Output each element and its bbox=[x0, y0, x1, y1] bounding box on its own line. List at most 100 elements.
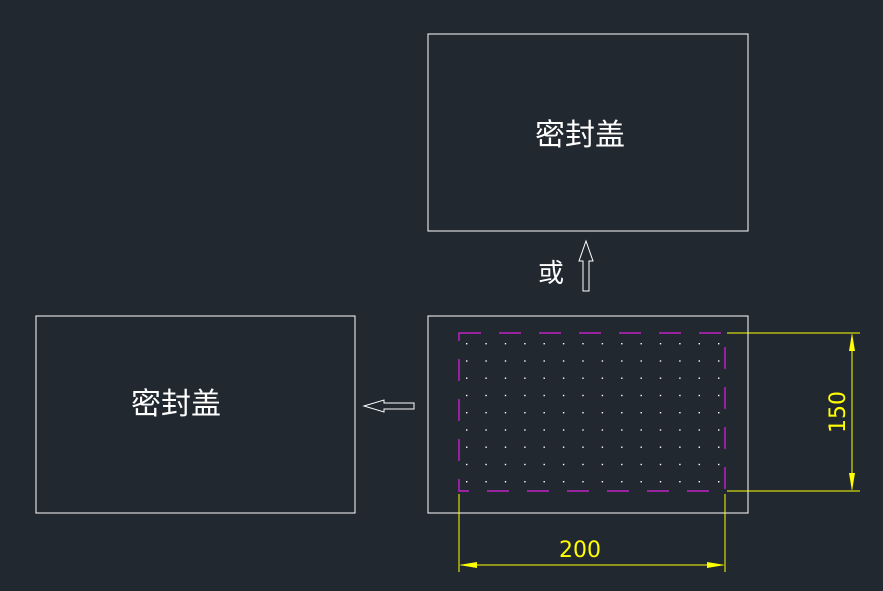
grid-dot bbox=[640, 360, 642, 362]
grid-dot bbox=[698, 394, 700, 397]
grid-dot bbox=[640, 481, 642, 483]
grid-dot bbox=[679, 343, 681, 345]
grid-dot bbox=[466, 360, 468, 362]
grid-dot bbox=[621, 429, 623, 431]
grid-dot bbox=[640, 412, 642, 414]
arrow-left-icon bbox=[362, 399, 415, 413]
grid-dot bbox=[485, 412, 487, 414]
grid-dot bbox=[718, 446, 720, 448]
top-cover-box[interactable]: 密封盖 bbox=[427, 33, 749, 232]
grid-dot bbox=[621, 360, 623, 362]
grid-dot bbox=[504, 412, 507, 414]
grid-dot bbox=[621, 463, 623, 466]
grid-dot bbox=[562, 446, 565, 448]
grid-dot bbox=[679, 463, 681, 466]
sample-grid bbox=[458, 332, 726, 492]
grid-dot bbox=[698, 446, 700, 448]
grid-dot bbox=[601, 446, 604, 448]
grid-dot bbox=[524, 446, 526, 448]
grid-dot bbox=[640, 377, 642, 379]
grid-dot bbox=[601, 412, 604, 414]
grid-dot bbox=[543, 343, 545, 345]
arrow-up-icon bbox=[578, 239, 594, 292]
grid-dot bbox=[504, 394, 507, 397]
grid-dot bbox=[466, 377, 468, 379]
grid-dot bbox=[562, 429, 565, 431]
grid-dot bbox=[698, 360, 700, 362]
grid-dot bbox=[504, 481, 507, 483]
grid-dot bbox=[698, 481, 700, 483]
grid-dot bbox=[543, 463, 545, 466]
grid-dot bbox=[718, 463, 720, 466]
grid-dot bbox=[524, 360, 526, 362]
grid-dot bbox=[562, 377, 565, 379]
grid-dot bbox=[485, 463, 487, 466]
grid-dot bbox=[601, 481, 604, 483]
grid-dot bbox=[718, 343, 720, 345]
grid-dot bbox=[659, 343, 662, 345]
grid-dot bbox=[466, 429, 468, 431]
grid-dot bbox=[601, 429, 604, 431]
grid-dot bbox=[582, 481, 584, 483]
grid-dot bbox=[504, 343, 507, 345]
grid-dot bbox=[485, 343, 487, 345]
grid-dot bbox=[601, 394, 604, 397]
grid-dot bbox=[679, 412, 681, 414]
grid-dot bbox=[659, 394, 662, 397]
grid-dot bbox=[601, 377, 604, 379]
grid-dot bbox=[582, 360, 584, 362]
grid-dot bbox=[466, 412, 468, 414]
grid-dot bbox=[562, 360, 565, 362]
grid-dot bbox=[524, 412, 526, 414]
grid-dot bbox=[679, 446, 681, 448]
grid-dot bbox=[698, 377, 700, 379]
grid-dot bbox=[466, 463, 468, 466]
grid-border bbox=[458, 332, 726, 492]
grid-dot bbox=[562, 463, 565, 466]
height-dimension-label: 150 bbox=[826, 391, 851, 433]
grid-dot bbox=[601, 463, 604, 466]
grid-dot bbox=[640, 394, 642, 397]
grid-dot bbox=[562, 394, 565, 397]
grid-dot bbox=[504, 360, 507, 362]
grid-dot bbox=[679, 394, 681, 397]
grid-dot bbox=[524, 394, 526, 397]
left-cover-label: 密封盖 bbox=[131, 387, 221, 422]
grid-dot bbox=[640, 429, 642, 431]
grid-dot bbox=[562, 412, 565, 414]
grid-dot bbox=[621, 412, 623, 414]
grid-dot bbox=[543, 446, 545, 448]
grid-dot bbox=[601, 343, 604, 345]
width-dimension-label: 200 bbox=[559, 538, 601, 563]
grid-dot bbox=[582, 394, 584, 397]
grid-dot bbox=[543, 429, 545, 431]
grid-dot bbox=[466, 481, 468, 483]
grid-dot bbox=[659, 377, 662, 379]
left-cover-box[interactable]: 密封盖 bbox=[35, 315, 356, 514]
grid-dot bbox=[679, 360, 681, 362]
grid-dot bbox=[718, 360, 720, 362]
grid-dot bbox=[543, 394, 545, 397]
grid-dot bbox=[524, 377, 526, 379]
width-dimension: 200 bbox=[458, 494, 726, 572]
base-plate-box[interactable] bbox=[427, 315, 749, 514]
grid-dots bbox=[466, 343, 720, 483]
grid-dot bbox=[485, 481, 487, 483]
grid-dot bbox=[524, 463, 526, 466]
grid-dot bbox=[621, 377, 623, 379]
grid-dot bbox=[582, 446, 584, 448]
grid-dot bbox=[543, 377, 545, 379]
grid-dot bbox=[582, 377, 584, 379]
grid-dot bbox=[621, 394, 623, 397]
grid-dot bbox=[524, 481, 526, 483]
grid-dot bbox=[640, 446, 642, 448]
grid-dot bbox=[659, 446, 662, 448]
grid-dot bbox=[466, 394, 468, 397]
grid-dot bbox=[718, 394, 720, 397]
grid-dot bbox=[524, 429, 526, 431]
grid-dot bbox=[659, 481, 662, 483]
grid-dot bbox=[543, 481, 545, 483]
grid-dot bbox=[659, 429, 662, 431]
grid-dot bbox=[718, 377, 720, 379]
grid-dot bbox=[659, 412, 662, 414]
